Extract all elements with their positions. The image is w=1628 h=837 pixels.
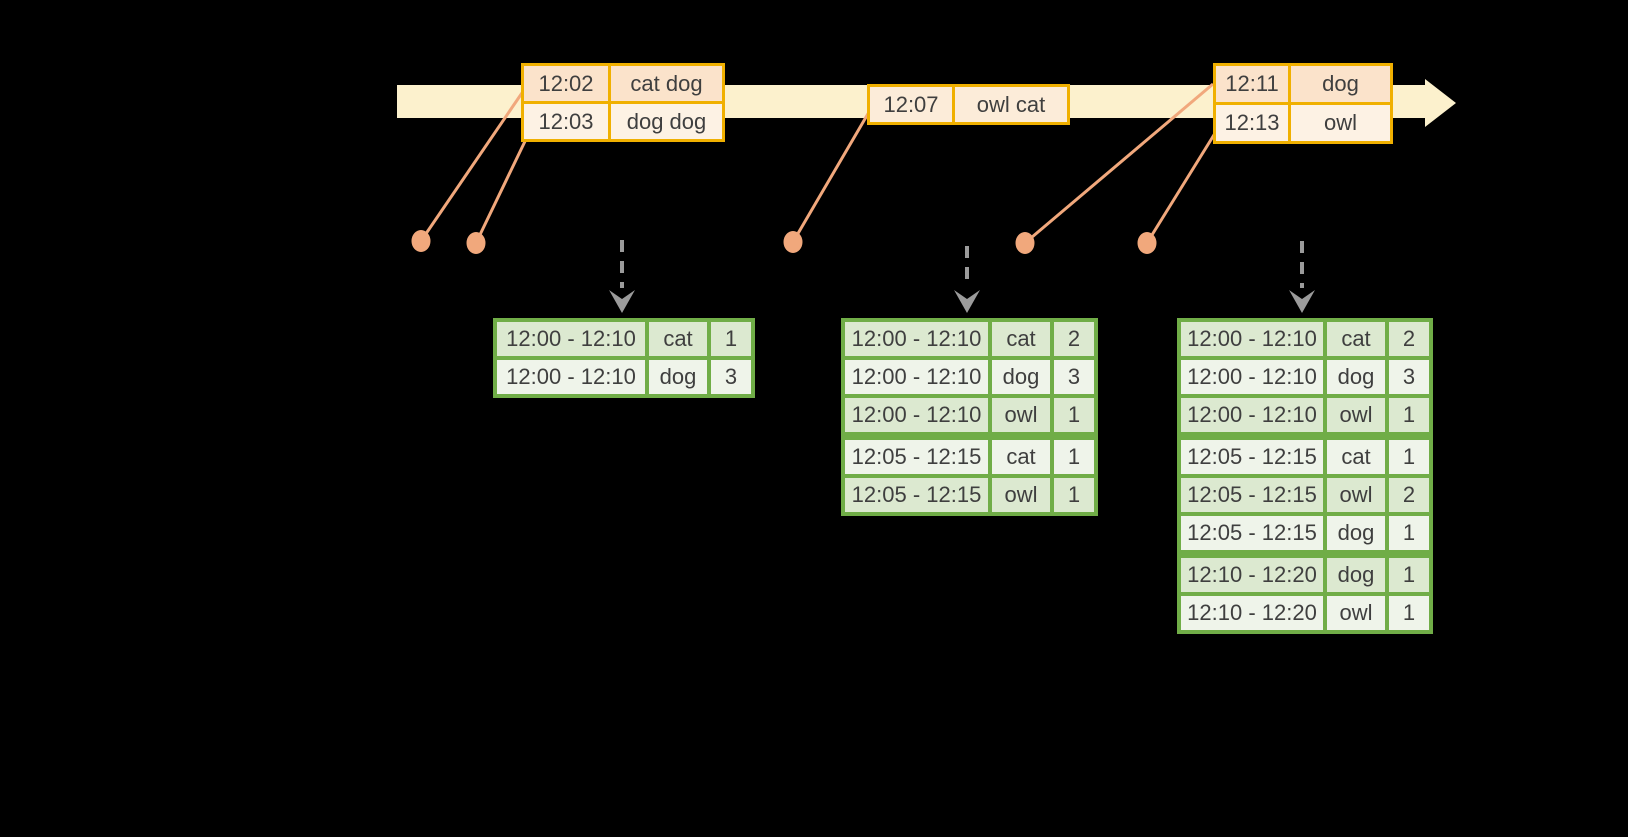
count-cell: 1	[1389, 398, 1429, 432]
count-cell: 3	[711, 360, 751, 394]
word-cell: dog	[1327, 360, 1385, 394]
connector-line	[1145, 129, 1219, 244]
word-cell: dog	[992, 360, 1050, 394]
window-cell: 12:00 - 12:10	[1181, 322, 1323, 356]
word-cell: cat	[992, 440, 1050, 474]
window-cell: 12:05 - 12:15	[1181, 440, 1323, 474]
event-time-cell: 12:13	[1216, 105, 1288, 141]
trigger-arrowhead-icon	[954, 290, 980, 313]
word-cell: cat	[649, 322, 707, 356]
event-dot	[1137, 232, 1157, 254]
window-cell: 12:05 - 12:15	[845, 440, 988, 474]
window-cell: 12:00 - 12:10	[497, 360, 645, 394]
event-dot	[1015, 232, 1035, 254]
connector-line	[791, 111, 871, 243]
word-cell: dog	[649, 360, 707, 394]
count-cell: 3	[1054, 360, 1094, 394]
event-dot	[783, 231, 803, 253]
count-cell: 1	[1389, 440, 1429, 474]
word-cell: cat	[1327, 440, 1385, 474]
word-cell: owl	[1327, 478, 1385, 512]
count-cell: 1	[1389, 596, 1429, 630]
count-cell: 2	[1054, 322, 1094, 356]
window-cell: 12:05 - 12:15	[1181, 516, 1323, 550]
window-cell: 12:05 - 12:15	[1181, 478, 1323, 512]
window-cell: 12:00 - 12:10	[845, 360, 988, 394]
word-cell: owl	[1327, 398, 1385, 432]
count-cell: 1	[1054, 398, 1094, 432]
window-cell: 12:00 - 12:10	[497, 322, 645, 356]
event-dot	[466, 232, 486, 254]
window-cell: 12:10 - 12:20	[1181, 596, 1323, 630]
timeline-arrowhead-icon	[1425, 79, 1456, 127]
word-cell: owl	[1327, 596, 1385, 630]
count-cell: 2	[1389, 322, 1429, 356]
event-dot	[411, 230, 431, 252]
word-cell: cat	[1327, 322, 1385, 356]
count-cell: 1	[1054, 478, 1094, 512]
window-cell: 12:00 - 12:10	[1181, 360, 1323, 394]
trigger-arrowhead-icon	[609, 290, 635, 313]
event-words-cell: owl cat	[955, 87, 1067, 122]
window-cell: 12:00 - 12:10	[845, 322, 988, 356]
word-cell: owl	[992, 478, 1050, 512]
event-words-cell: dog dog	[611, 104, 722, 139]
event-time-cell: 12:07	[870, 87, 952, 122]
event-words-cell: owl	[1291, 105, 1390, 141]
window-cell: 12:10 - 12:20	[1181, 558, 1323, 592]
count-cell: 1	[711, 322, 751, 356]
trigger-arrowhead-icon	[1289, 290, 1315, 313]
event-words-cell: cat dog	[611, 66, 722, 101]
count-cell: 1	[1389, 558, 1429, 592]
window-cell: 12:05 - 12:15	[845, 478, 988, 512]
event-time-cell: 12:03	[524, 104, 608, 139]
count-cell: 1	[1054, 440, 1094, 474]
count-cell: 2	[1389, 478, 1429, 512]
count-cell: 1	[1389, 516, 1429, 550]
window-cell: 12:00 - 12:10	[845, 398, 988, 432]
window-cell: 12:00 - 12:10	[1181, 398, 1323, 432]
event-words-cell: dog	[1291, 66, 1390, 102]
word-cell: owl	[992, 398, 1050, 432]
word-cell: dog	[1327, 516, 1385, 550]
connector-line	[474, 132, 531, 244]
word-cell: cat	[992, 322, 1050, 356]
event-time-cell: 12:02	[524, 66, 608, 101]
count-cell: 3	[1389, 360, 1429, 394]
word-cell: dog	[1327, 558, 1385, 592]
event-time-cell: 12:11	[1216, 66, 1288, 102]
